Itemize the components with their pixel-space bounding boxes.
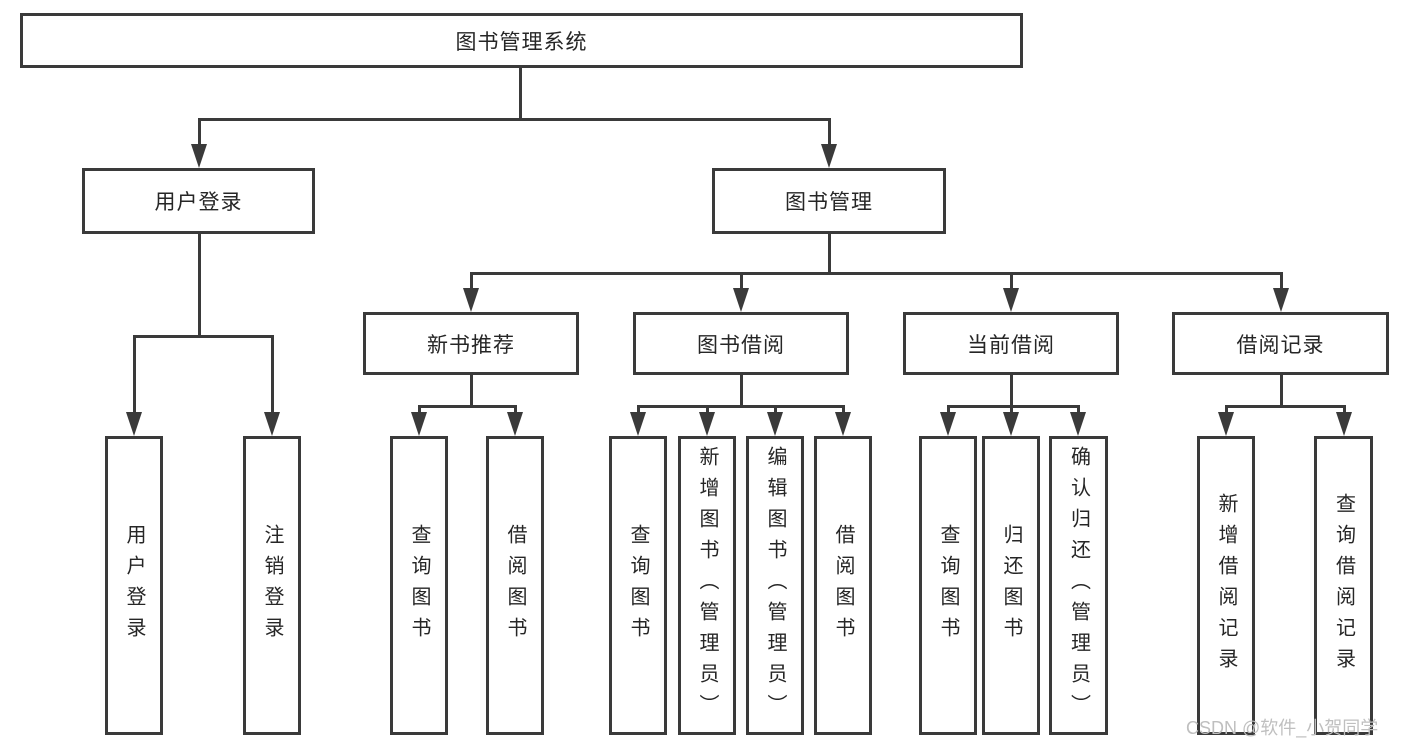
node-borrow-records: 借阅记录 — [1172, 312, 1389, 375]
connector-recommend-stem — [470, 375, 473, 405]
connector-g2-stem-2 — [514, 405, 517, 415]
arrowhead-g4-3 — [1070, 412, 1086, 436]
node-book-borrow-label: 图书借阅 — [697, 333, 785, 357]
connector-g2-bar — [418, 405, 517, 408]
connector-l3-stem-2 — [740, 272, 743, 292]
leaf-logout-label: 注销登录 — [261, 523, 283, 648]
leaf-borrow-borrow-books: 借阅图书 — [814, 436, 872, 735]
arrowhead-g4-2 — [1003, 412, 1019, 436]
connector-root-stem — [519, 68, 522, 118]
connector-book-borrow-stem — [740, 375, 743, 405]
connector-g1-stem-2 — [271, 335, 274, 415]
connector-g4-stem-1 — [947, 405, 950, 415]
leaf-logout: 注销登录 — [243, 436, 301, 735]
connector-g5-stem-1 — [1225, 405, 1228, 415]
connector-g3-stem-4 — [842, 405, 845, 415]
leaf-recommend-borrow-books: 借阅图书 — [486, 436, 544, 735]
leaf-current-confirm-return-admin-label: 确认归还（管理员） — [1067, 446, 1090, 725]
leaf-recommend-query-books: 查询图书 — [390, 436, 448, 735]
node-current-borrow: 当前借阅 — [903, 312, 1119, 375]
connector-g3-stem-1 — [637, 405, 640, 415]
connector-l3-stem-1 — [470, 272, 473, 292]
arrowhead-new-book-recommend — [463, 288, 479, 312]
connector-records-stem — [1280, 375, 1283, 405]
node-user-login-label: 用户登录 — [154, 191, 243, 214]
leaf-records-add-record: 新增借阅记录 — [1197, 436, 1255, 735]
arrowhead-g5-2 — [1336, 412, 1352, 436]
arrowhead-g3-3 — [767, 412, 783, 436]
connector-l3-stem-3 — [1010, 272, 1013, 292]
arrowhead-g3-1 — [630, 412, 646, 436]
connector-l3-stem-4 — [1280, 272, 1283, 292]
node-root-label: 图书管理系统 — [455, 30, 588, 54]
leaf-borrow-borrow-books-label: 借阅图书 — [832, 523, 854, 648]
leaf-current-confirm-return-admin: 确认归还（管理员） — [1049, 436, 1108, 735]
arrowhead-book-borrow — [733, 288, 749, 312]
connector-g5-stem-2 — [1343, 405, 1346, 415]
connector-g1-bar — [133, 335, 274, 338]
leaf-borrow-edit-books-admin-label: 编辑图书（管理员） — [764, 446, 786, 725]
connector-g4-stem-3 — [1077, 405, 1080, 415]
node-new-book-recommend-label: 新书推荐 — [427, 333, 515, 357]
leaf-current-return-books: 归还图书 — [982, 436, 1040, 735]
connector-g5-bar — [1225, 405, 1346, 408]
connector-current-borrow-stem — [1010, 375, 1013, 405]
leaf-borrow-query-books-label: 查询图书 — [627, 523, 649, 648]
arrowhead-current-borrow — [1003, 288, 1019, 312]
connector-l2-stem-left — [198, 118, 201, 148]
connector-g1-stem-1 — [133, 335, 136, 415]
connector-g4-bar — [947, 405, 1080, 408]
node-book-borrow: 图书借阅 — [633, 312, 849, 375]
leaf-borrow-add-books-admin-label: 新增图书（管理员） — [696, 446, 718, 725]
connector-user-login-stem — [198, 234, 201, 335]
connector-l3-bar — [470, 272, 1283, 275]
node-current-borrow-label: 当前借阅 — [967, 333, 1055, 357]
node-book-management: 图书管理 — [712, 168, 946, 234]
arrowhead-borrow-records — [1273, 288, 1289, 312]
leaf-borrow-query-books: 查询图书 — [609, 436, 667, 735]
arrowhead-leaf-user-login — [126, 412, 142, 436]
connector-l2-stem-right — [828, 118, 831, 148]
leaf-borrow-edit-books-admin: 编辑图书（管理员） — [746, 436, 804, 735]
connector-g4-stem-2 — [1010, 405, 1013, 415]
arrowhead-g3-4 — [835, 412, 851, 436]
leaf-user-login: 用户登录 — [105, 436, 163, 735]
node-book-management-label: 图书管理 — [785, 191, 873, 214]
arrowhead-g4-1 — [940, 412, 956, 436]
arrowhead-g2-1 — [411, 412, 427, 436]
node-root: 图书管理系统 — [20, 13, 1023, 68]
arrowhead-user-login — [191, 144, 207, 168]
leaf-user-login-label: 用户登录 — [123, 523, 145, 648]
leaf-records-add-record-label: 新增借阅记录 — [1215, 492, 1237, 679]
arrowhead-g3-2 — [699, 412, 715, 436]
arrowhead-leaf-logout — [264, 412, 280, 436]
leaf-borrow-add-books-admin: 新增图书（管理员） — [678, 436, 736, 735]
leaf-recommend-borrow-books-label: 借阅图书 — [504, 523, 526, 648]
arrowhead-book-management — [821, 144, 837, 168]
connector-g3-bar — [637, 405, 845, 408]
connector-l2-bar — [198, 118, 831, 121]
leaf-current-query-books: 查询图书 — [919, 436, 977, 735]
connector-g2-stem-1 — [418, 405, 421, 415]
connector-book-management-stem — [828, 233, 831, 272]
leaf-recommend-query-books-label: 查询图书 — [408, 523, 430, 648]
node-user-login: 用户登录 — [82, 168, 315, 234]
arrowhead-g5-1 — [1218, 412, 1234, 436]
leaf-records-query-record-label: 查询借阅记录 — [1332, 492, 1355, 679]
leaf-current-return-books-label: 归还图书 — [1000, 523, 1022, 648]
node-new-book-recommend: 新书推荐 — [363, 312, 579, 375]
csdn-watermark: CSDN @软件_小贺同学 — [1186, 718, 1379, 738]
leaf-current-query-books-label: 查询图书 — [937, 523, 959, 648]
connector-g3-stem-2 — [706, 405, 709, 415]
connector-g3-stem-3 — [774, 405, 777, 415]
node-borrow-records-label: 借阅记录 — [1236, 333, 1325, 357]
arrowhead-g2-2 — [507, 412, 523, 436]
leaf-records-query-record: 查询借阅记录 — [1314, 436, 1373, 735]
